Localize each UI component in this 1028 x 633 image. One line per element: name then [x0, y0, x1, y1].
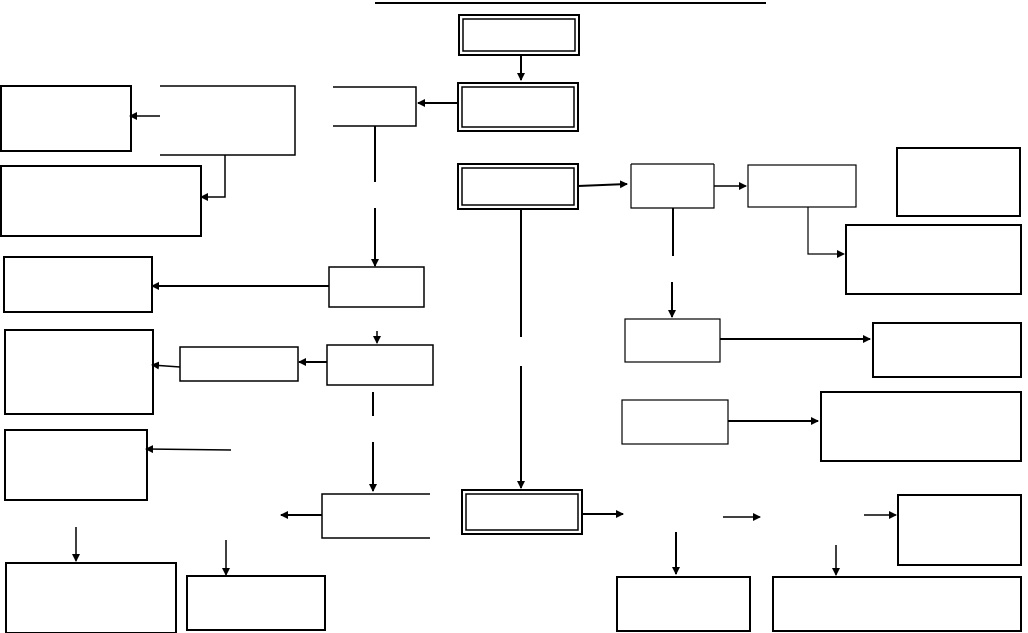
right-top-2	[747, 164, 857, 208]
arrow-to-left-5	[145, 445, 232, 454]
box-2	[457, 82, 579, 132]
center-left-2	[326, 344, 434, 386]
top-box	[458, 14, 580, 56]
right-bottom-1	[616, 576, 751, 632]
right-mid-2	[621, 399, 729, 445]
left-4	[4, 329, 154, 415]
mid-left-1	[333, 86, 417, 127]
arrow-right-top-2-to-right-2	[807, 207, 845, 258]
right-3	[872, 322, 1022, 378]
center-left-open-box	[160, 85, 296, 156]
box-3	[457, 163, 579, 210]
mid-box-left	[179, 346, 299, 382]
arrow-to-left-top-2	[200, 155, 226, 201]
right-top-1	[630, 163, 715, 209]
right-4	[820, 391, 1022, 462]
left-bottom-1	[5, 562, 177, 633]
left-3	[3, 256, 153, 313]
left-5	[4, 429, 148, 501]
right-2	[845, 224, 1022, 295]
left-bottom-2	[186, 575, 326, 631]
arrow-to-left-4	[151, 361, 181, 370]
left-top-2	[0, 165, 202, 237]
right-bottom-3	[897, 494, 1022, 566]
right-1	[896, 147, 1021, 217]
right-bottom-2	[772, 576, 1022, 632]
left-top-1	[0, 85, 132, 152]
arrow-box3-to-right	[577, 180, 628, 189]
box-bottom-center	[461, 489, 583, 535]
center-left-3	[321, 493, 430, 539]
right-mid-1	[624, 318, 721, 363]
center-left-1	[328, 266, 425, 308]
